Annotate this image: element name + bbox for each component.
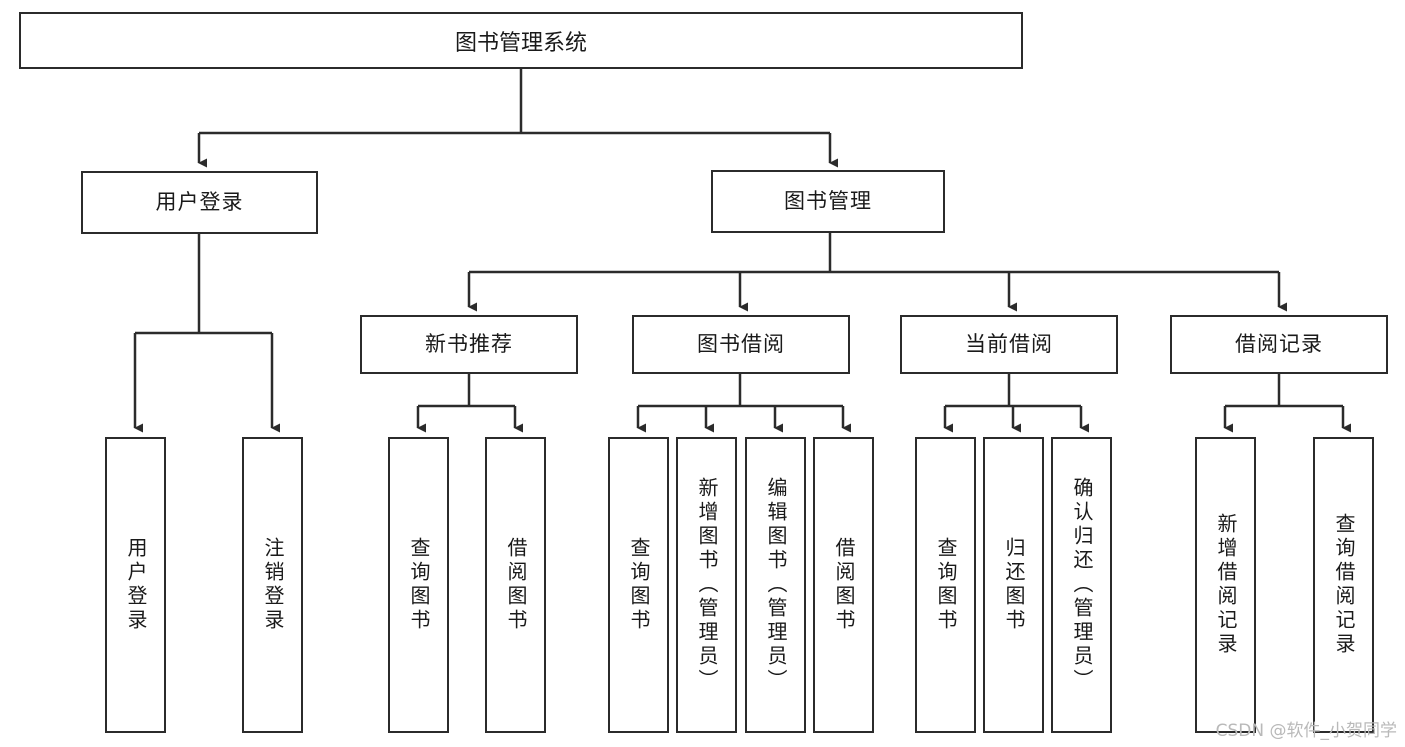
- leaf-new-book-borrow[interactable]: 借阅图书: [485, 437, 546, 733]
- leaf-book-borrow-borrow[interactable]: 借阅图书: [813, 437, 874, 733]
- node-label: 用户登录: [155, 189, 244, 214]
- node-label: 当前借阅: [965, 331, 1053, 356]
- node-book-management[interactable]: 图书管理: [711, 170, 945, 233]
- node-label: 借阅记录: [1235, 331, 1323, 356]
- leaf-current-borrow-query[interactable]: 查询图书: [915, 437, 976, 733]
- node-label: 注销登录: [261, 537, 285, 633]
- node-label: 查询图书: [934, 537, 958, 633]
- node-book-borrow[interactable]: 图书借阅: [632, 315, 850, 374]
- leaf-current-borrow-return[interactable]: 归还图书: [983, 437, 1044, 733]
- node-label: 查询借阅记录: [1332, 513, 1356, 657]
- node-label: 图书管理: [784, 188, 872, 213]
- node-user-login[interactable]: 用户登录: [81, 171, 318, 234]
- node-label: 查询图书: [407, 537, 431, 633]
- leaf-borrow-record-add[interactable]: 新增借阅记录: [1195, 437, 1256, 733]
- node-label: 借阅图书: [832, 537, 856, 633]
- node-label: 新书推荐: [425, 331, 513, 356]
- node-label: 用户登录: [124, 537, 148, 633]
- node-label: 图书借阅: [697, 331, 785, 356]
- leaf-user-login-logout[interactable]: 注销登录: [242, 437, 303, 733]
- leaf-new-book-query[interactable]: 查询图书: [388, 437, 449, 733]
- watermark-label: CSDN @软件_小贺同学: [1215, 721, 1397, 741]
- leaf-book-borrow-edit[interactable]: 编辑图书（管理员）: [745, 437, 806, 733]
- node-root-system[interactable]: 图书管理系统: [19, 12, 1023, 69]
- leaf-book-borrow-add[interactable]: 新增图书（管理员）: [676, 437, 737, 733]
- node-label: 图书管理系统: [454, 30, 587, 56]
- node-label: 新增图书（管理员）: [695, 477, 719, 693]
- node-label: 新增借阅记录: [1214, 513, 1238, 657]
- leaf-book-borrow-query[interactable]: 查询图书: [608, 437, 669, 733]
- node-borrow-record[interactable]: 借阅记录: [1170, 315, 1388, 374]
- node-label: 借阅图书: [504, 537, 528, 633]
- node-new-book-recommend[interactable]: 新书推荐: [360, 315, 578, 374]
- node-label: 确认归还（管理员）: [1070, 477, 1094, 693]
- node-label: 查询图书: [627, 537, 651, 633]
- node-label: 归还图书: [1002, 537, 1026, 633]
- node-label: 编辑图书（管理员）: [764, 477, 788, 693]
- node-current-borrow[interactable]: 当前借阅: [900, 315, 1118, 374]
- leaf-current-borrow-confirm-return[interactable]: 确认归还（管理员）: [1051, 437, 1112, 733]
- leaf-user-login-login[interactable]: 用户登录: [105, 437, 166, 733]
- leaf-borrow-record-query[interactable]: 查询借阅记录: [1313, 437, 1374, 733]
